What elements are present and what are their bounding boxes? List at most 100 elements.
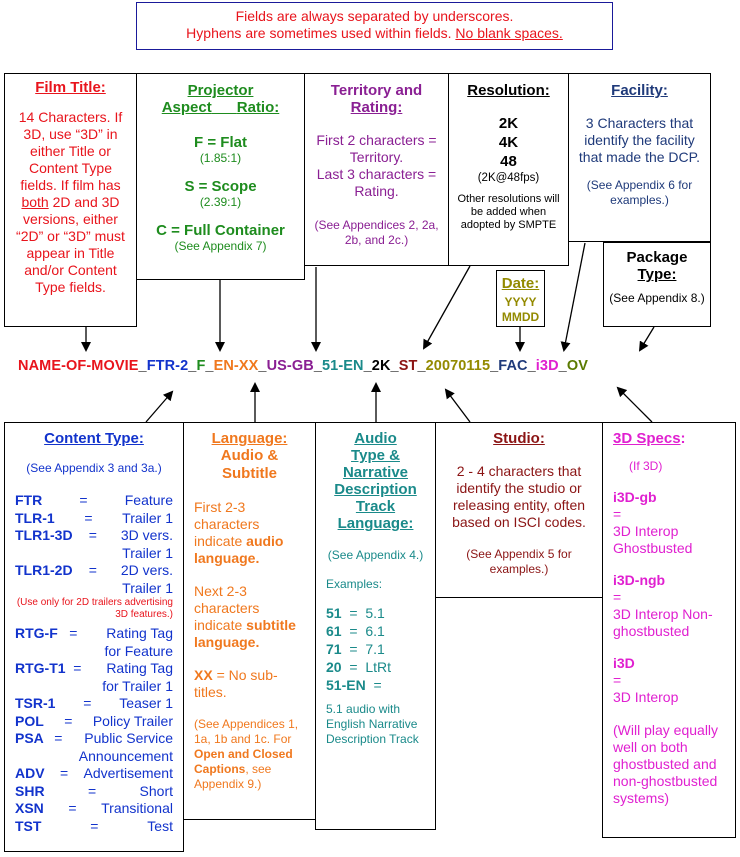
date-yyyy: YYYY	[504, 295, 537, 309]
territory-heading-1: Territory and	[330, 82, 423, 99]
language-note-1: (See Appendices 1, 1a, 1b and 1c. For	[194, 717, 299, 746]
full-container-note: (See Appendix 7)	[174, 239, 267, 253]
audio-heading-3: Narrative	[342, 464, 409, 481]
language-xx-desc: = No sub-titles.	[194, 667, 278, 700]
resolution-box: Resolution: 2K 4K 48 (2K@48fps) Other re…	[448, 73, 569, 266]
code-lang: EN-XX	[213, 358, 259, 374]
specs-3d-footer: (Will play equally well on both ghostbus…	[613, 722, 719, 806]
audio-heading-4: Description	[334, 481, 417, 498]
audio-box: Audio Type & Narrative Description Track…	[315, 422, 436, 830]
language-heading-3: Subtitle	[222, 465, 277, 482]
full-container-label: C = Full Container	[156, 222, 285, 239]
territory-box: Territory and Rating: First 2 characters…	[304, 73, 449, 266]
audio-last-desc: 5.1 audio with English Narrative Descrip…	[326, 702, 419, 746]
code-audio: 51-EN	[322, 358, 364, 374]
facility-box: Facility: 3 Characters that identify the…	[568, 73, 711, 242]
resolution-note: Other resolutions will be added when ado…	[457, 193, 560, 231]
content-type-note: (See Appendix 3 and 3a.)	[26, 461, 162, 475]
studio-desc-1: 2 - 4 characters that identify the studi…	[452, 463, 586, 530]
studio-heading: Studio:	[493, 430, 545, 447]
res-4k: 4K	[498, 134, 519, 151]
content-type-box: Content Type: (See Appendix 3 and 3a.) F…	[4, 422, 184, 852]
language-desc-2: Next 2-3 characters indicate	[194, 583, 260, 633]
res-2k: 2K	[498, 115, 519, 132]
header-line-2: Hyphens are sometimes used within fields…	[186, 25, 452, 41]
territory-heading-2: Rating:	[350, 99, 403, 116]
audio-heading-1: Audio	[354, 430, 397, 447]
code-territory: US-GB	[266, 358, 314, 374]
content-type-small-note: (Use only for 2D trailers advertising 3D…	[16, 597, 173, 620]
film-title-heading: Film Title:	[35, 79, 106, 96]
code-aspect: F	[196, 358, 206, 374]
code-studio: ST	[398, 358, 418, 374]
audio-heading-2: Type &	[351, 447, 400, 464]
package-heading-2: Type:	[637, 266, 677, 283]
date-heading: Date:	[501, 275, 540, 292]
header-line-1: Fields are always separated by underscor…	[235, 8, 514, 24]
scope-ratio: (2.39:1)	[199, 195, 242, 209]
territory-desc-3: (See Appendices 2, 2a, 2b, and 2c.)	[314, 218, 439, 247]
facility-heading: Facility:	[611, 82, 668, 99]
code-date: 20070115	[425, 358, 491, 374]
content-type-list: FTR=Feature TLR-1=Trailer 1 TLR1-3D=3D v…	[15, 492, 173, 834]
language-desc-1: First 2-3 characters indicate	[194, 499, 260, 549]
code-pkg: OV	[566, 358, 588, 374]
flat-ratio: (1.85:1)	[199, 151, 242, 165]
arrow-content-type	[145, 390, 174, 423]
resolution-heading: Resolution:	[467, 82, 550, 99]
language-heading-2: Audio &	[220, 447, 279, 464]
studio-box: Studio: 2 - 4 characters that identify t…	[435, 422, 603, 598]
specs-3d-box: 3D Specs: (If 3D) i3D-gb = 3D Interop Gh…	[602, 422, 736, 838]
content-type-heading: Content Type:	[44, 430, 144, 447]
specs-3d-item-gb: i3D-gb = 3D Interop Ghostbusted	[613, 489, 693, 556]
film-title-both: both	[21, 194, 49, 210]
code-3d: i3D	[535, 358, 559, 374]
specs-3d-if: (If 3D)	[629, 459, 663, 473]
res-48-note: (2K@48fps)	[477, 172, 540, 184]
package-heading-1: Package	[626, 249, 688, 266]
arrow-3d-specs	[616, 386, 653, 423]
audio-note: (See Appendix 4.)	[327, 548, 424, 562]
language-audio: audio language.	[194, 533, 284, 566]
arrow-resolution	[423, 265, 471, 350]
header-note: Fields are always separated by underscor…	[136, 2, 613, 50]
header-no-spaces: No blank spaces.	[455, 25, 563, 41]
specs-3d-item-i3d: i3D = 3D Interop	[613, 655, 679, 705]
projector-heading-2b: Ratio:	[236, 99, 280, 116]
territory-desc-2: Last 3 characters = Rating.	[316, 166, 437, 199]
language-note-2: , see Appendix 9.)	[194, 762, 272, 791]
code-facility: FAC	[498, 358, 528, 374]
film-title-box: Film Title: 14 Characters. If 3D, use “3…	[4, 73, 137, 327]
audio-heading-6: Language:	[337, 515, 414, 532]
projector-heading-2a: Aspect	[161, 99, 212, 116]
projector-heading-1: Projector	[187, 82, 254, 99]
filename-example: NAME-OF-MOVIE_FTR-2_F_EN-XX_US-GB_51-EN_…	[18, 358, 588, 374]
package-box: Package Type: (See Appendix 8.)	[603, 242, 711, 327]
arrow-package	[638, 326, 655, 352]
package-desc: (See Appendix 8.)	[609, 291, 705, 305]
language-subtitle: subtitle language.	[194, 617, 296, 650]
language-heading-1: Language:	[211, 430, 288, 447]
code-movie: NAME-OF-MOVIE	[18, 358, 139, 374]
date-mmdd: MMDD	[501, 310, 540, 324]
audio-list: 51 = 5.1 61 = 6.1 71 = 7.1 20 = LtRt 51-…	[326, 605, 391, 693]
res-48: 48	[500, 153, 517, 170]
code-content: FTR-2	[146, 358, 189, 374]
date-box: Date: YYYY MMDD	[496, 270, 545, 327]
arrow-studio	[444, 388, 471, 423]
audio-heading-5: Track	[355, 498, 396, 515]
language-captions: Open and Closed Captions	[194, 747, 293, 776]
language-xx: XX	[194, 667, 213, 683]
code-res: 2K	[371, 358, 391, 374]
flat-label: F = Flat	[194, 134, 247, 151]
specs-3d-heading: 3D Specs	[613, 430, 681, 447]
facility-desc-2: (See Appendix 6 for examples.)	[586, 178, 693, 207]
specs-3d-item-ngb: i3D-ngb = 3D Interop Non-ghostbusted	[613, 572, 713, 639]
audio-examples: Examples:	[326, 577, 383, 591]
film-title-desc-2: 2D and 3D versions, either “2D” or “3D” …	[16, 194, 125, 295]
arrow-facility	[560, 242, 586, 352]
scope-label: S = Scope	[184, 178, 257, 195]
film-title-desc-1: 14 Characters. If 3D, use “3D” in either…	[18, 109, 123, 193]
facility-desc-1: 3 Characters that identify the facility …	[578, 115, 701, 165]
